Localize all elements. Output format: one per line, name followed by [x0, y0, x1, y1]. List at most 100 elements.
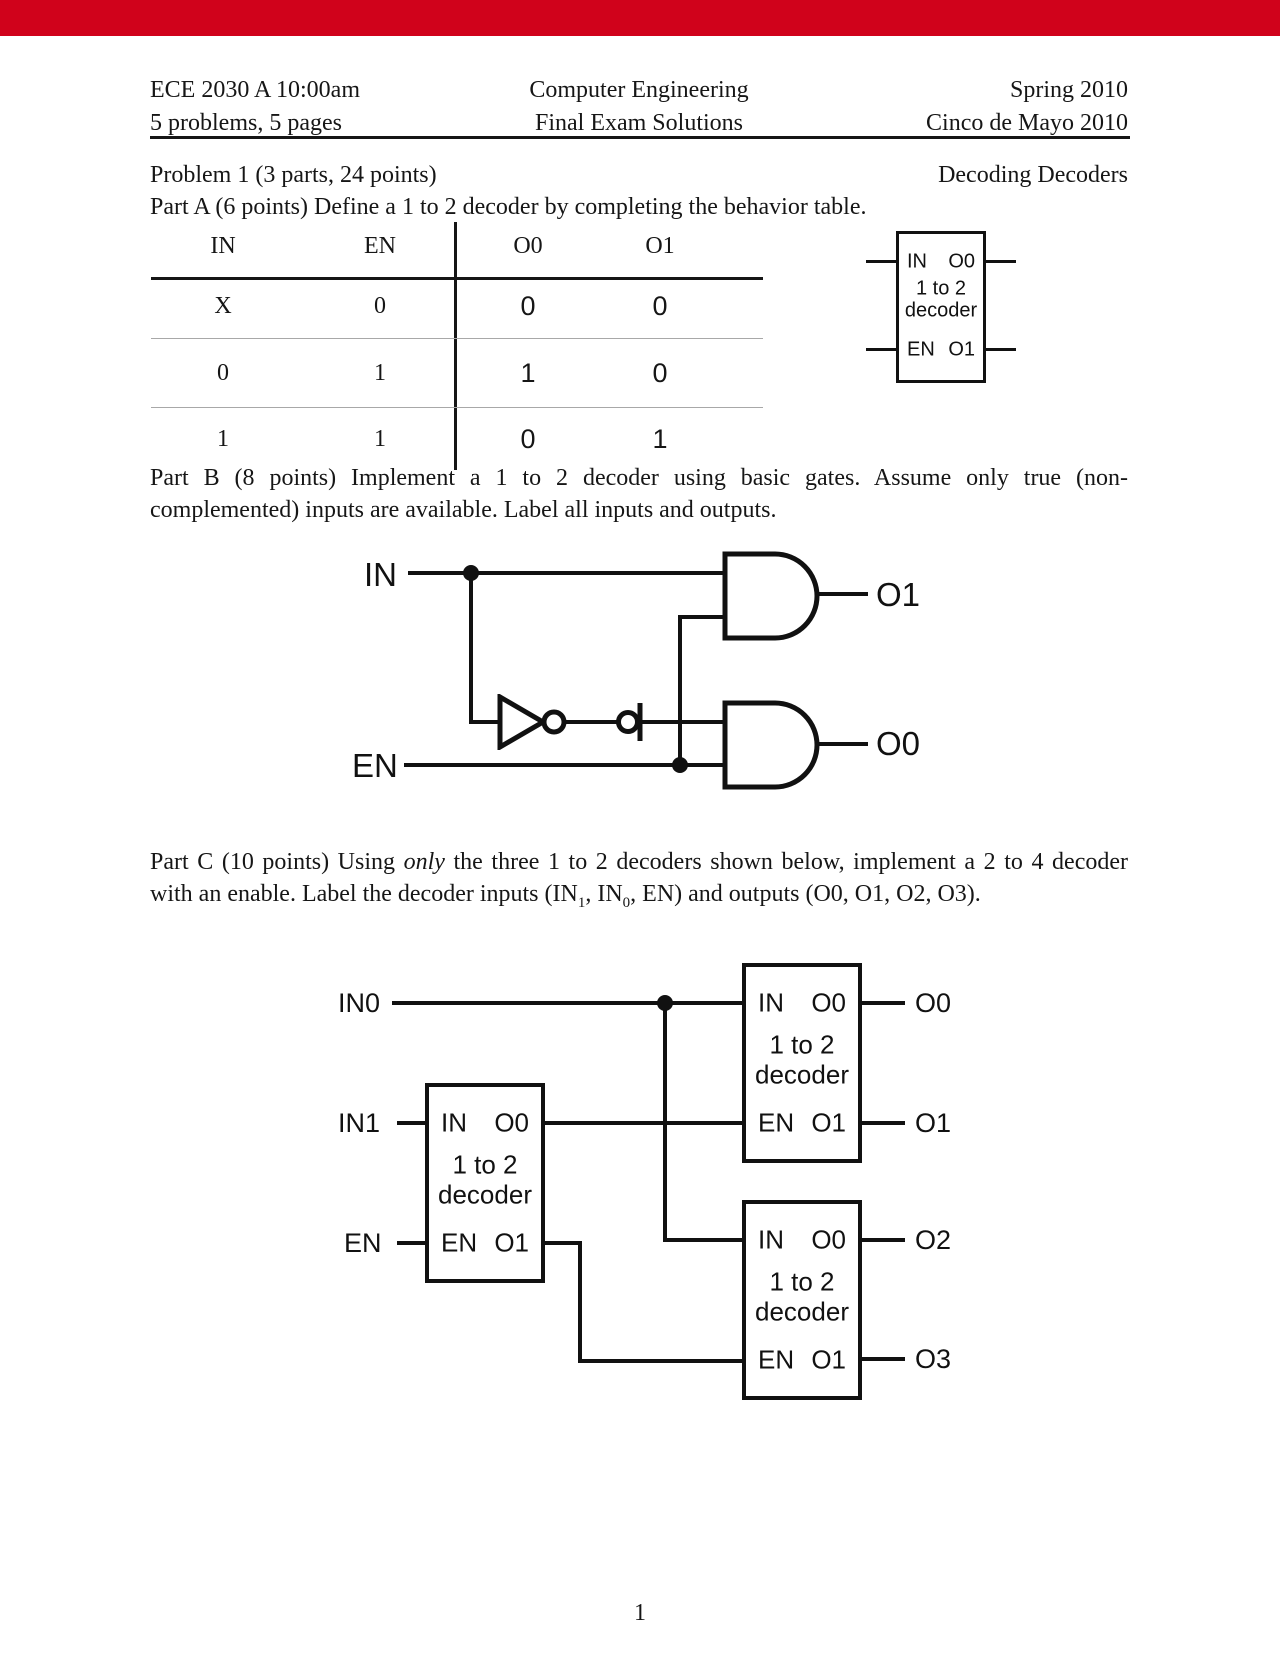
signal-label-o0: O0 [915, 988, 952, 1018]
wire-out-o1 [862, 1121, 905, 1125]
table-row-line [151, 338, 763, 339]
table-divider [454, 222, 457, 470]
signal-label-en: EN [344, 1228, 382, 1258]
decoder-block-symbol: IN O0 1 to 2 decoder EN O1 [896, 231, 986, 383]
col-header-in: IN [210, 233, 236, 259]
wire-out-o0 [862, 1001, 905, 1005]
wire-stub [866, 260, 896, 263]
pin-label-in: IN [441, 1107, 467, 1138]
cell-r1-in: X [214, 293, 232, 319]
cell-r3-o0: 0 [520, 424, 536, 454]
and-gate-o0 [722, 700, 820, 790]
course-id: ECE 2030 A 10:00am [150, 77, 360, 103]
and-gate-o1 [722, 551, 820, 641]
part-c-intro-line2: with an enable. Label the decoder inputs… [150, 878, 1128, 919]
part-c-l1-em: only [403, 849, 445, 875]
header-rule [150, 136, 1130, 139]
part-c-l2b: , IN [585, 881, 623, 907]
doc-title: Final Exam Solutions [534, 110, 743, 136]
part-a-intro: Part A (6 points) Define a 1 to 2 decode… [150, 194, 867, 220]
inversion-bubble-tick [616, 703, 643, 741]
signal-label-o1: O1 [915, 1108, 952, 1138]
col-header-o0: O0 [513, 233, 543, 259]
part-b-intro-line1: Part B (8 points) Implement a 1 to 2 dec… [150, 465, 1128, 491]
cell-r3-o1: 1 [652, 424, 668, 454]
part-b-intro: Part B (8 points) Implement a 1 to 2 dec… [150, 462, 1128, 526]
part-c-l1b: the three 1 to 2 decoders shown below, i… [444, 849, 1129, 875]
header-row-2: 5 problems, 5 pages Final Exam Solutions… [150, 109, 1128, 137]
problem-row: Problem 1 (3 parts, 24 points) Decoding … [150, 161, 1128, 189]
term: Spring 2010 [1009, 77, 1128, 103]
signal-label-o3: O3 [915, 1344, 952, 1374]
header-row-1: ECE 2030 A 10:00am Computer Engineering … [150, 76, 1128, 104]
pin-label-en: EN [907, 338, 935, 361]
part-c-intro: Part C (10 points) Using only the three … [150, 846, 1128, 919]
pin-label-o0: O0 [494, 1107, 529, 1138]
page-number: 1 [634, 1600, 646, 1626]
cell-r1-o1: 0 [652, 291, 668, 321]
col-header-o1: O1 [645, 233, 675, 259]
block-label-decoder: decoder [755, 1059, 849, 1090]
block-label-1to2: 1 to 2 [452, 1149, 518, 1180]
pin-label-o1: O1 [811, 1107, 846, 1138]
wire-lefto1-v [578, 1241, 582, 1363]
wire-out-o3 [862, 1357, 905, 1361]
wire-en-stub [397, 1241, 425, 1245]
wire-lefto1-h1 [545, 1241, 580, 1245]
table-header-rule [151, 277, 763, 280]
subject-title: Computer Engineering [529, 77, 749, 103]
wire-in-branch-v [469, 571, 473, 724]
wire-in [408, 571, 725, 575]
wire-in0 [392, 1001, 742, 1005]
wire-stub [986, 260, 1016, 263]
junction-dot [657, 995, 673, 1011]
problem-topic: Decoding Decoders [938, 162, 1128, 188]
junction-dot [672, 757, 688, 773]
block-label-1to2: 1 to 2 [769, 1029, 835, 1060]
part-c-l2a: with an enable. Label the decoder inputs… [150, 881, 578, 907]
decoder-left: IN O0 1 to 2 decoder EN O1 [425, 1083, 545, 1283]
wire-o0-out [815, 742, 868, 746]
cell-r2-in: 0 [217, 360, 229, 386]
pin-label-en: EN [441, 1227, 478, 1258]
pin-label-in: IN [907, 250, 927, 273]
part-c-intro-line1: Part C (10 points) Using only the three … [150, 846, 1128, 878]
wire-en-branch-v [678, 615, 682, 767]
signal-label-in1: IN1 [338, 1108, 381, 1138]
wire-out-o2 [862, 1238, 905, 1242]
not-gate [497, 694, 567, 750]
cell-r1-en: 0 [374, 293, 386, 319]
part-c-l2-sub1: 1 [577, 894, 586, 911]
part-c-l1a: Part C (10 points) Using [150, 849, 404, 875]
top-banner-bar [0, 0, 1280, 36]
part-c-l2-sub0: 0 [622, 894, 631, 911]
pages-info: 5 problems, 5 pages [150, 110, 342, 136]
signal-label-en: EN [352, 747, 398, 784]
wire-o1-out [815, 592, 868, 596]
wire-stub [986, 348, 1016, 351]
block-label-decoder: decoder [755, 1296, 849, 1327]
cell-r3-en: 1 [374, 426, 386, 452]
pin-label-o0: O0 [811, 1224, 846, 1255]
block-label-1to2: 1 to 2 [915, 277, 967, 300]
problem-title: Problem 1 (3 parts, 24 points) [150, 162, 437, 188]
block-label-decoder: decoder [438, 1179, 532, 1210]
part-b-intro-line2: complemented) inputs are available. Labe… [150, 497, 777, 523]
signal-label-o1: O1 [876, 576, 921, 613]
cell-r1-o0: 0 [520, 291, 536, 321]
col-header-en: EN [364, 233, 396, 259]
wire-to-inverter [469, 720, 502, 724]
wire-lefto1-h2 [578, 1359, 742, 1363]
table-row-line [151, 407, 763, 408]
pin-label-o1: O1 [811, 1344, 846, 1375]
wire-inverter-out [563, 720, 618, 724]
pin-label-o0: O0 [811, 987, 846, 1018]
pin-label-in: IN [758, 987, 784, 1018]
wire-lefto0-to-topen [545, 1121, 742, 1125]
wire-to-and0 [640, 720, 727, 724]
decoder-bottom: IN O0 1 to 2 decoder EN O1 [742, 1200, 862, 1400]
pin-label-o1: O1 [494, 1227, 529, 1258]
exam-date: Cinco de Mayo 2010 [926, 110, 1128, 136]
pin-label-en: EN [758, 1107, 795, 1138]
